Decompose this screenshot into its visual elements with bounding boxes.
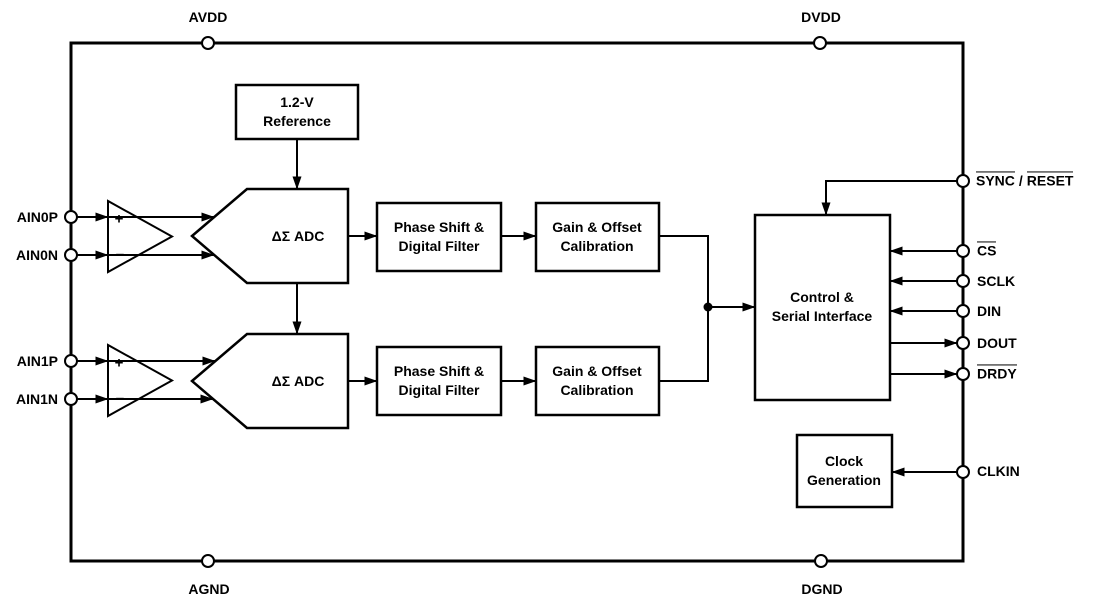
wire-cal0-to-junction (659, 235, 709, 307)
pin-ain0p (64, 210, 78, 224)
sync-text: SYNC (976, 171, 1015, 189)
block-cal-ch1 (534, 345, 661, 417)
cal-ch0-label: Gain & Offset Calibration (552, 219, 642, 254)
reference-block-label: 1.2-V Reference (263, 94, 331, 129)
pin-label-avdd: AVDD (188, 9, 228, 25)
wire-sync-reset-to-control (821, 180, 957, 216)
pin-label-din: DIN (977, 303, 1002, 319)
control-block-label: Control & Serial Interface (771, 289, 873, 324)
pin-label-clkin: CLKIN (977, 463, 1020, 479)
adc-ch0-label: ΔΣ ADC (271, 228, 325, 244)
clock-block-label: Clock Generation (807, 453, 881, 488)
pin-avdd (201, 36, 215, 50)
pin-dvdd (813, 36, 827, 50)
pin-label-ain1n: AIN1N (15, 391, 58, 407)
sync-reset-separator: / (1018, 172, 1023, 189)
pin-drdy (956, 367, 970, 381)
filter-ch1-label: Phase Shift & Digital Filter (393, 363, 485, 398)
pin-label-cs: CS (977, 241, 997, 259)
block-reference (234, 83, 360, 141)
reset-text: RESET (1026, 171, 1074, 189)
filter-ch0-label: Phase Shift & Digital Filter (393, 219, 485, 254)
pin-ain1p (64, 354, 78, 368)
chip-boundary (69, 41, 965, 563)
block-filter-ch1 (375, 345, 503, 417)
block-cal-ch0 (534, 201, 661, 273)
pin-label-dvdd: DVDD (801, 9, 841, 25)
pin-label-ain0n: AIN0N (15, 247, 58, 263)
pin-label-dgnd: DGND (801, 581, 843, 597)
block-adc-ch0 (190, 187, 350, 285)
pin-label-sclk: SCLK (977, 273, 1016, 289)
amp0-minus-sign: − (115, 246, 125, 264)
pin-label-dout: DOUT (977, 335, 1017, 351)
amp0-plus-sign: + (114, 210, 124, 228)
cal-ch1-label: Gain & Offset Calibration (552, 363, 642, 398)
pin-ain0n (64, 248, 78, 262)
pin-cs (956, 244, 970, 258)
pin-agnd (201, 554, 215, 568)
pin-label-sync-reset: SYNC/RESET (976, 171, 1074, 189)
block-clock-generation (795, 433, 894, 509)
amp1-plus-sign: + (114, 354, 124, 372)
pin-clkin (956, 465, 970, 479)
pin-sync-reset (956, 174, 970, 188)
adc-ch1-label: ΔΣ ADC (271, 373, 325, 389)
pin-label-ain0p: AIN0P (16, 209, 58, 225)
wire-cal1-to-junction (659, 307, 709, 382)
block-adc-ch1 (190, 332, 350, 430)
pin-sclk (956, 274, 970, 288)
pin-label-ain1p: AIN1P (16, 353, 58, 369)
amp1-minus-sign: − (115, 390, 125, 408)
pin-dout (956, 336, 970, 350)
pin-dgnd (814, 554, 828, 568)
pin-label-agnd: AGND (188, 581, 230, 597)
pin-label-drdy: DRDY (977, 364, 1017, 382)
pin-din (956, 304, 970, 318)
pin-ain1n (64, 392, 78, 406)
